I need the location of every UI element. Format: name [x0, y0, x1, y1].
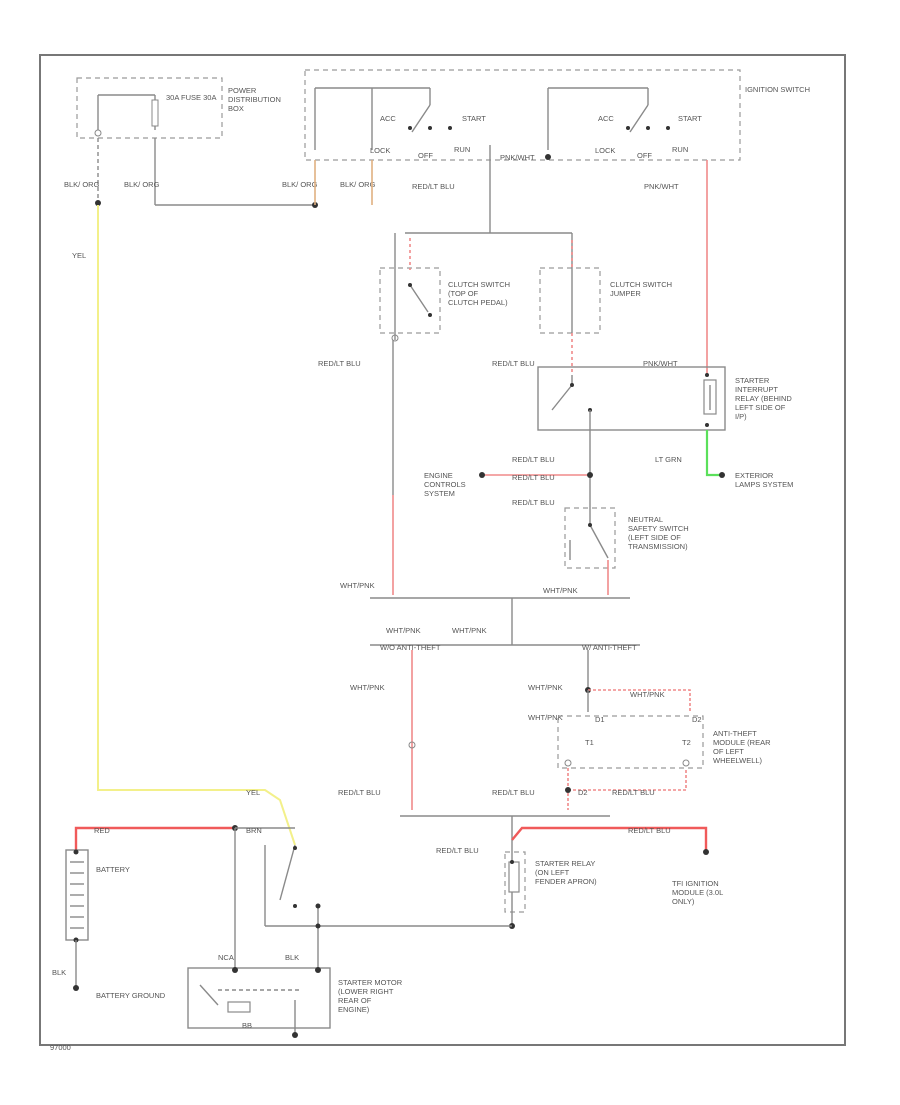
wire-label: YEL	[246, 788, 260, 797]
ignition-run-label: RUN	[454, 145, 470, 154]
ignition-acc-label: ACC	[380, 114, 396, 123]
wire-label: NCA	[218, 953, 234, 962]
wire-label: RED	[94, 826, 110, 835]
wire-label: RED/LT BLU	[492, 788, 535, 797]
figure-code: 97000	[50, 1043, 71, 1052]
wire-label: PNK/WHT	[500, 153, 535, 162]
fuse-label: 30A FUSE 30A	[166, 93, 216, 102]
wire-label: BLK	[285, 953, 299, 962]
wire-label: BRN	[246, 826, 262, 835]
pin-label: T2	[682, 738, 691, 747]
diagram-frame	[39, 54, 846, 1046]
pin-label: D2	[578, 788, 588, 797]
battery-ground-label: BATTERY GROUND	[96, 991, 166, 1000]
wire-label: LT GRN	[655, 455, 682, 464]
wire-label: RED/LT BLU	[318, 359, 361, 368]
wire-label: BLK	[52, 968, 66, 977]
wire-label: RED/LT BLU	[492, 359, 535, 368]
wire-label: WHT/PNK	[452, 626, 487, 635]
pin-label: D1	[595, 715, 605, 724]
wire-label: BB	[242, 1021, 252, 1030]
wire-label: WHT/PNK	[386, 626, 421, 635]
wire-label: WHT/PNK	[528, 683, 563, 692]
wire-label: PNK/WHT	[643, 359, 678, 368]
ignition-off-label: OFF	[418, 151, 433, 160]
wire-label: BLK/ ORG	[124, 180, 160, 189]
wire-label: WHT/PNK	[528, 713, 563, 722]
wire-label: WHT/PNK	[340, 581, 375, 590]
wire-label: RED/LT BLU	[612, 788, 655, 797]
wire-label: PNK/WHT	[644, 182, 679, 191]
ignition-switch: ACC START LOCK OFF RUN PNK/WHT ACC START…	[304, 69, 810, 225]
battery-label: BATTERY	[96, 865, 130, 874]
wire-label: YEL	[72, 251, 86, 260]
wire-label: RED/LT BLU	[512, 498, 555, 507]
wire-label: BLK/ ORG	[282, 180, 318, 189]
w-anti-theft-label: W/ ANTI-THEFT	[582, 643, 637, 652]
ignition-lock-label: LOCK	[370, 146, 390, 155]
ignition-switch-label: IGNITION SWITCH	[745, 85, 810, 94]
pin-label: D2	[692, 715, 702, 724]
wire-label: RED/LT BLU	[628, 826, 671, 835]
wo-anti-theft-label: W/O ANTI-THEFT	[380, 643, 441, 652]
wire-label: WHT/PNK	[630, 690, 665, 699]
wire-label: RED/LT BLU	[512, 455, 555, 464]
ignition-acc-label: ACC	[598, 114, 614, 123]
wire-label: WHT/PNK	[543, 586, 578, 595]
wire-label: BLK/ ORG	[64, 180, 100, 189]
splice-dot	[95, 200, 101, 206]
pin-label: T1	[585, 738, 594, 747]
wire-label: RED/LT BLU	[338, 788, 381, 797]
wire-label: RED/LT BLU	[512, 473, 555, 482]
ignition-lock-label: LOCK	[595, 146, 615, 155]
wire-label: BLK/ ORG	[340, 180, 376, 189]
ignition-start-label: START	[678, 114, 702, 123]
ignition-off-label: OFF	[637, 151, 652, 160]
ignition-run-label: RUN	[672, 145, 688, 154]
wire-label: RED/LT BLU	[436, 846, 479, 855]
wire-label: RED/LT BLU	[412, 182, 455, 191]
ignition-start-label: START	[462, 114, 486, 123]
wire-label: WHT/PNK	[350, 683, 385, 692]
battery: BATTERY	[65, 849, 130, 943]
